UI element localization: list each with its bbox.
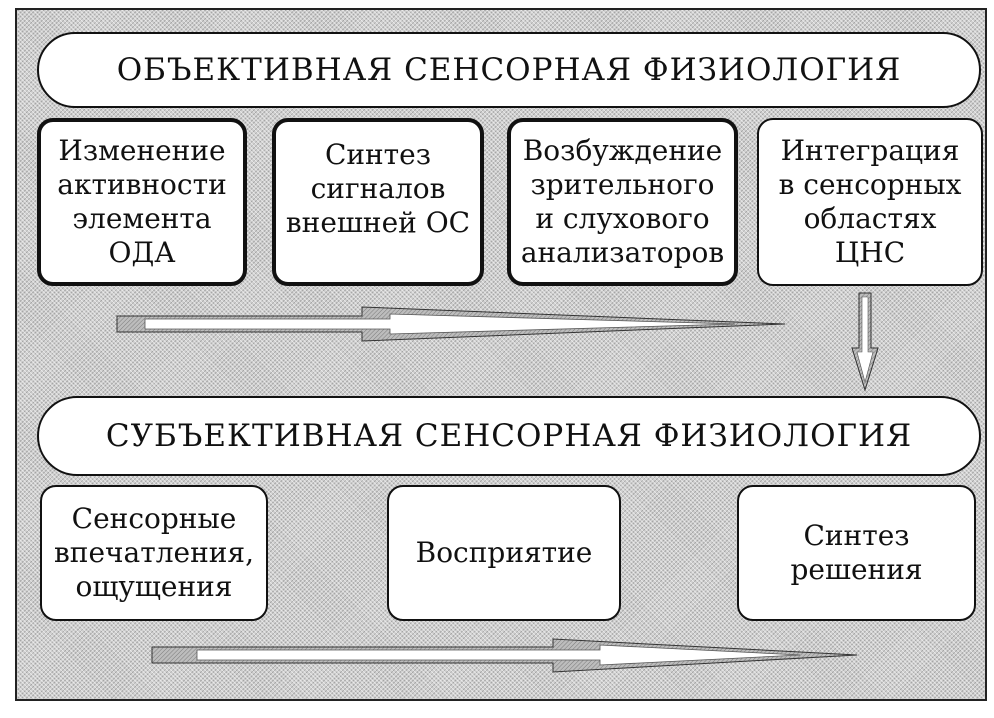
objective-box-4: Интеграция в сенсорных областях ЦНС — [757, 118, 983, 286]
subjective-box-1-label: Сенсорные впечатления, ощущения — [54, 502, 254, 603]
objective-box-3: Возбуждение зрительного и слухового анал… — [507, 118, 738, 286]
subjective-box-3: Синтез решения — [737, 485, 976, 621]
down-arrow-shape — [851, 292, 879, 392]
objective-banner: ОБЪЕКТИВНАЯ СЕНСОРНАЯ ФИЗИОЛОГИЯ — [37, 32, 981, 108]
objective-flow-arrow-shape — [116, 306, 786, 342]
subjective-box-3-label: Синтез решения — [790, 519, 923, 586]
subjective-title: СУБЪЕКТИВНАЯ СЕНСОРНАЯ ФИЗИОЛОГИЯ — [105, 418, 913, 454]
subjective-box-2: Восприятие — [387, 485, 621, 621]
objective-box-1-label: Изменение активности элемента ОДА — [57, 134, 227, 269]
subjective-banner: СУБЪЕКТИВНАЯ СЕНСОРНАЯ ФИЗИОЛОГИЯ — [37, 396, 981, 476]
objective-box-4-label: Интеграция в сенсорных областях ЦНС — [778, 134, 962, 269]
objective-box-2-label: Синтез сигналов внешней ОС — [285, 138, 471, 239]
subjective-flow-arrow-shape — [151, 638, 858, 673]
subjective-box-1: Сенсорные впечатления, ощущения — [40, 485, 268, 621]
objective-title: ОБЪЕКТИВНАЯ СЕНСОРНАЯ ФИЗИОЛОГИЯ — [116, 52, 902, 88]
objective-box-3-label: Возбуждение зрительного и слухового анал… — [520, 134, 725, 269]
objective-box-1: Изменение активности элемента ОДА — [37, 118, 247, 286]
subjective-box-2-label: Восприятие — [415, 536, 593, 569]
objective-box-2: Синтез сигналов внешней ОС — [272, 118, 484, 286]
